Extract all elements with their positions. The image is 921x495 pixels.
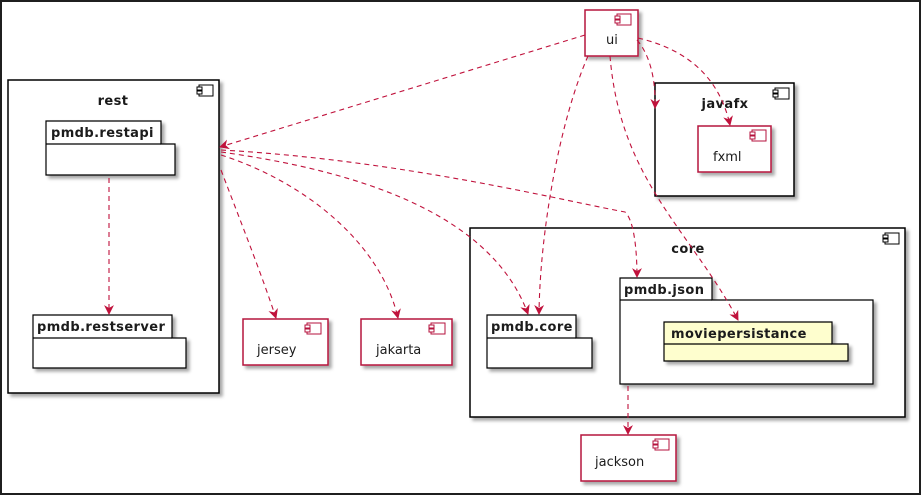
edge-ui-to-fxml bbox=[637, 37, 733, 126]
component-icon bbox=[882, 232, 900, 245]
edge-ui-to-moviepersistance bbox=[609, 55, 739, 321]
component-icon bbox=[428, 322, 446, 335]
component-label: jackson bbox=[594, 455, 644, 470]
component-label: fxml bbox=[713, 150, 742, 165]
edge-rest-to-jakarta bbox=[220, 154, 401, 319]
component-icon bbox=[652, 438, 670, 451]
rest-container-label: rest bbox=[98, 94, 129, 109]
component-ui: ui bbox=[584, 9, 639, 57]
package-pmdb-core: pmdb.core bbox=[486, 314, 593, 369]
package-moviepersistance: moviepersistance bbox=[663, 321, 849, 362]
package-pmdb-restapi: pmdb.restapi bbox=[45, 120, 176, 176]
edge-ui-to-pmdb-core bbox=[534, 55, 589, 315]
edge-rest-to-jersey bbox=[220, 169, 278, 319]
component-jakarta: jakarta bbox=[360, 318, 453, 366]
component-icon bbox=[196, 84, 214, 97]
component-fxml: fxml bbox=[697, 125, 772, 173]
edge-rest-to-pmdb-json bbox=[220, 149, 642, 278]
package-pmdb-restserver: pmdb.restserver bbox=[32, 314, 187, 369]
component-label: ui bbox=[606, 33, 618, 48]
edge-ui-to-javafx bbox=[636, 39, 661, 109]
component-label: jersey bbox=[256, 343, 297, 358]
component-icon bbox=[772, 87, 790, 100]
core-container-label: core bbox=[671, 242, 704, 257]
component-icon bbox=[749, 129, 767, 142]
javafx-container-label: javafx bbox=[701, 97, 749, 112]
component-icon bbox=[614, 13, 632, 26]
package-label: pmdb.core bbox=[491, 320, 573, 335]
package-label: moviepersistance bbox=[671, 327, 807, 342]
package-label: pmdb.json bbox=[624, 283, 704, 298]
component-icon bbox=[304, 322, 322, 335]
dependency-edges bbox=[104, 34, 739, 435]
component-label: jakarta bbox=[375, 343, 421, 358]
package-label: pmdb.restserver bbox=[37, 320, 165, 335]
edge-ui-to-rest bbox=[219, 34, 586, 150]
package-label: pmdb.restapi bbox=[51, 126, 154, 141]
